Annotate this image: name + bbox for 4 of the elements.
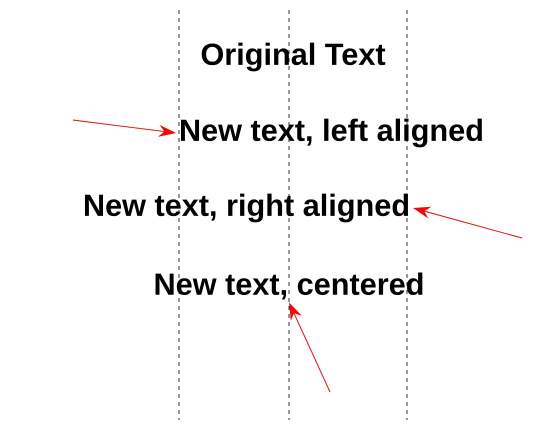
text-label: New text, right aligned [84, 194, 408, 222]
text-label: New text, centered [156, 272, 422, 300]
text-label: Original Text [202, 42, 386, 72]
text-label: New text, left aligned [181, 118, 482, 148]
